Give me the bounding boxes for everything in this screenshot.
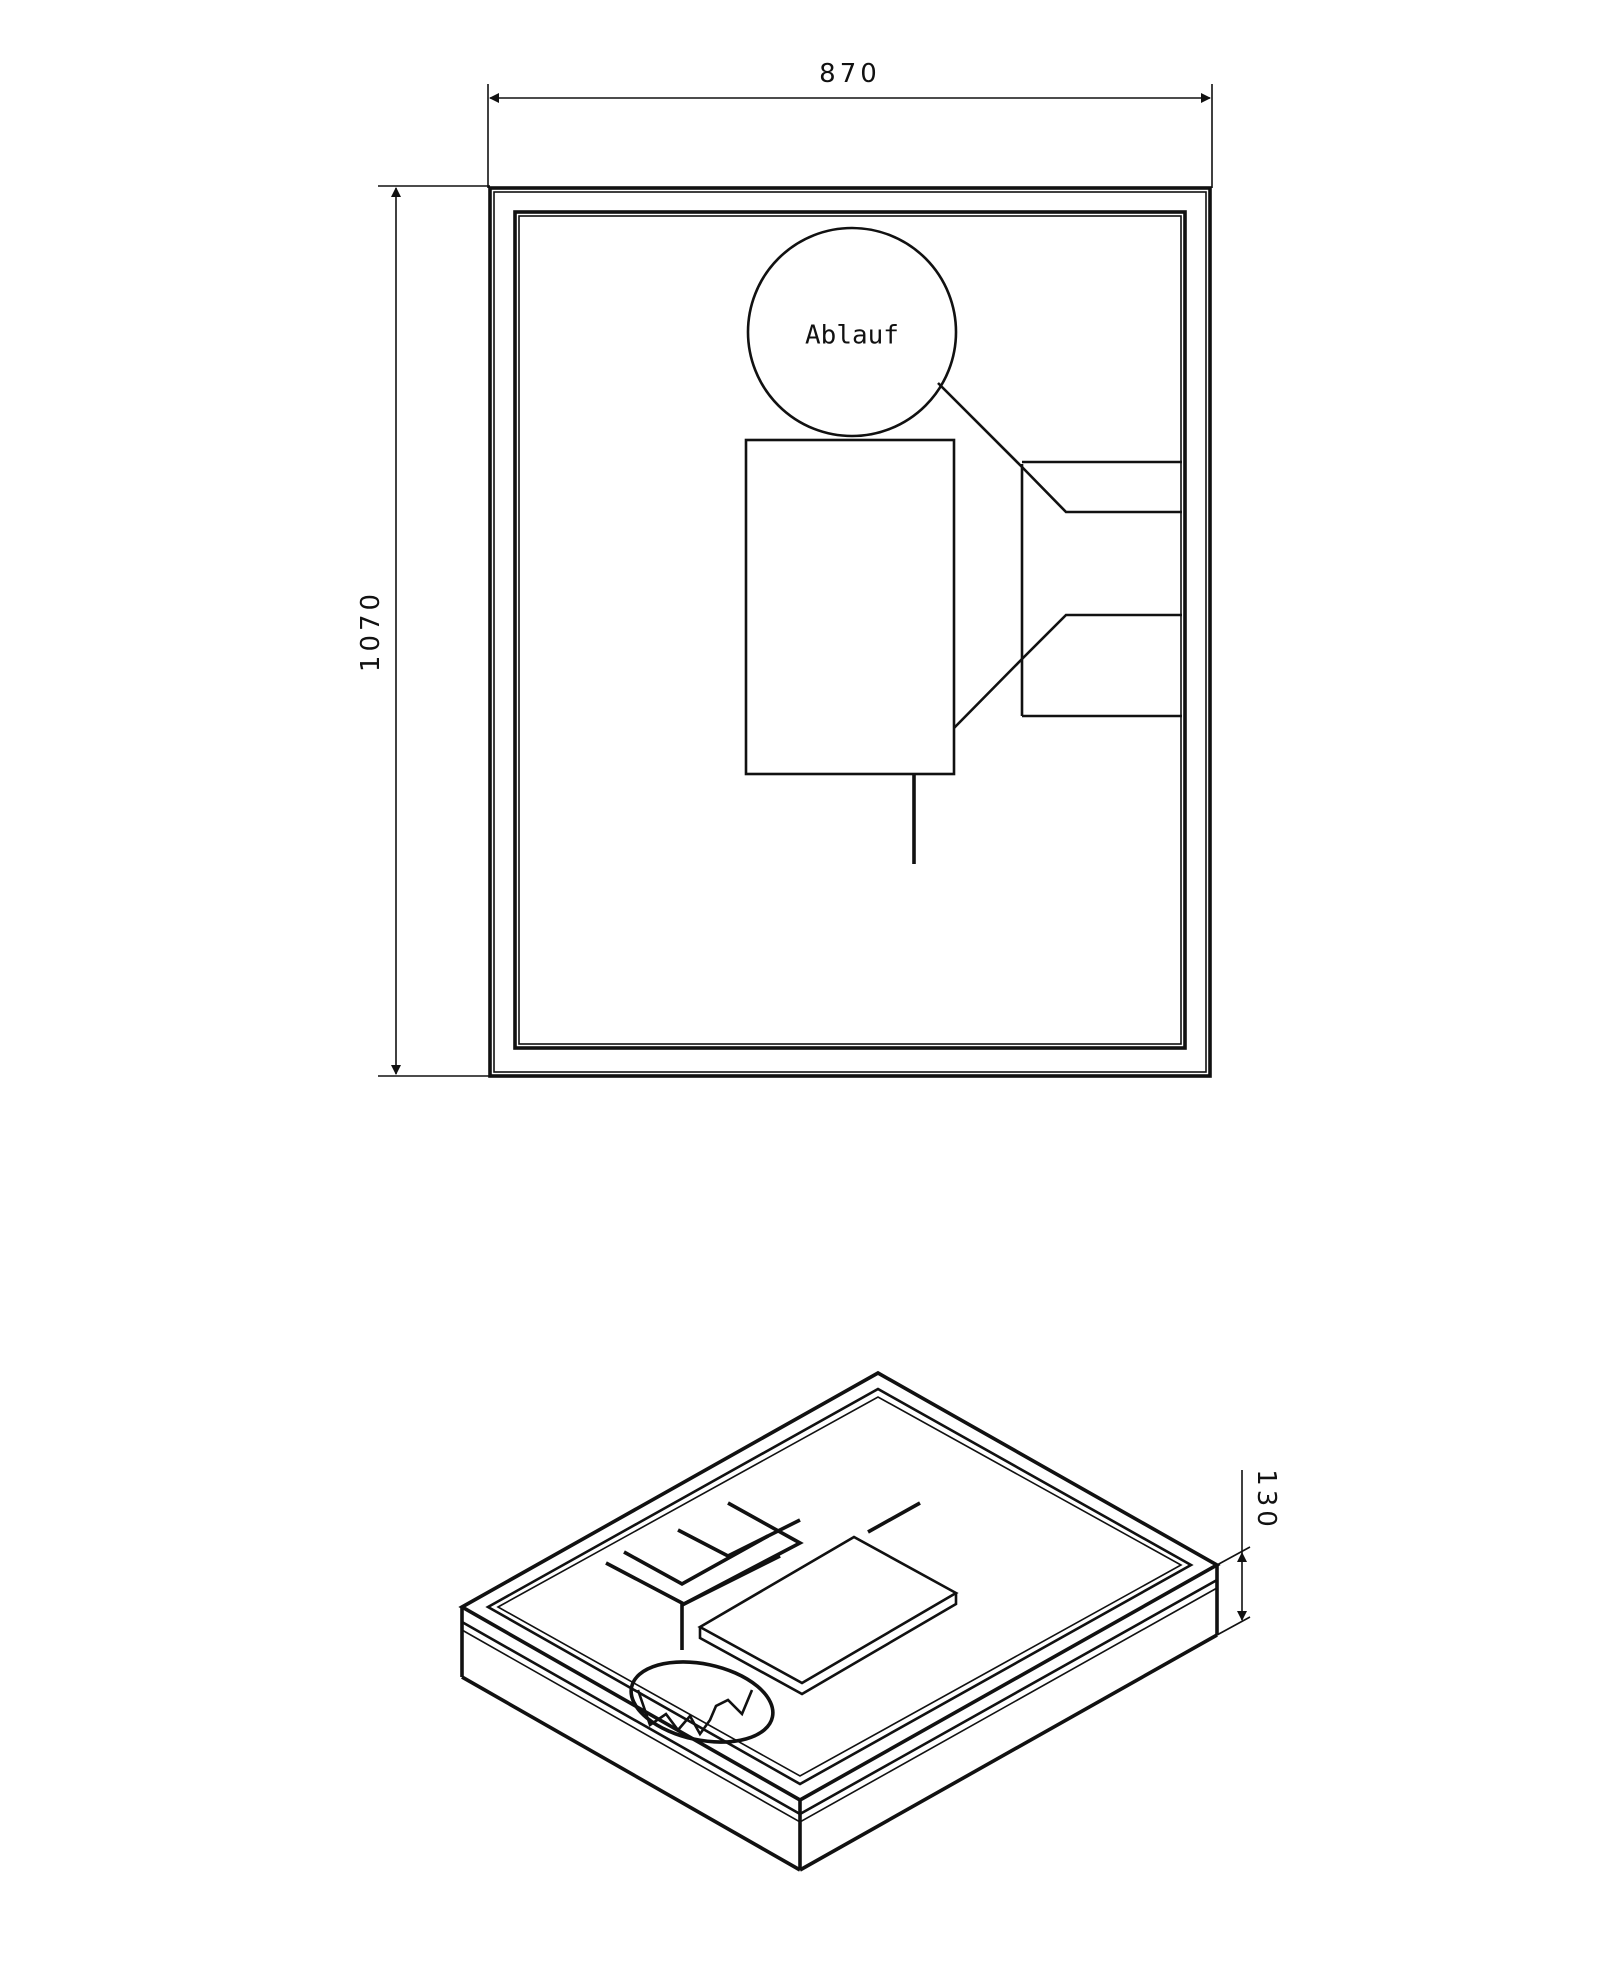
tray-outer-edge-inner-line [493, 191, 1207, 1073]
top-view: 870 1070 Ablauf [356, 59, 1213, 1078]
iso-support-frame [605, 1501, 921, 1650]
length-dimension: 1070 [356, 185, 490, 1077]
isometric-view: 130 [458, 1370, 1281, 1872]
width-value: 870 [819, 59, 881, 89]
tray-basin-edge [513, 210, 1187, 1050]
iso-rim-outer [458, 1370, 1221, 1803]
iso-support-plate [697, 1535, 959, 1696]
width-dimension: 870 [487, 59, 1213, 188]
height-value: 130 [1251, 1469, 1281, 1531]
drain: Ablauf [746, 226, 958, 438]
iso-rim-inner [485, 1387, 1194, 1786]
drain-label: Ablauf [805, 321, 899, 351]
height-dimension: 130 [1216, 1469, 1281, 1636]
support-plate [744, 438, 956, 776]
iso-side-faces [460, 1565, 1219, 1872]
iso-rim-inner-line [496, 1396, 1183, 1777]
tray-basin-edge-inner-line [518, 215, 1182, 1045]
tray-outer-edge [488, 186, 1212, 1078]
length-value: 1070 [356, 590, 386, 672]
iso-drain-hole [629, 1660, 775, 1744]
support-frame [937, 382, 1182, 729]
